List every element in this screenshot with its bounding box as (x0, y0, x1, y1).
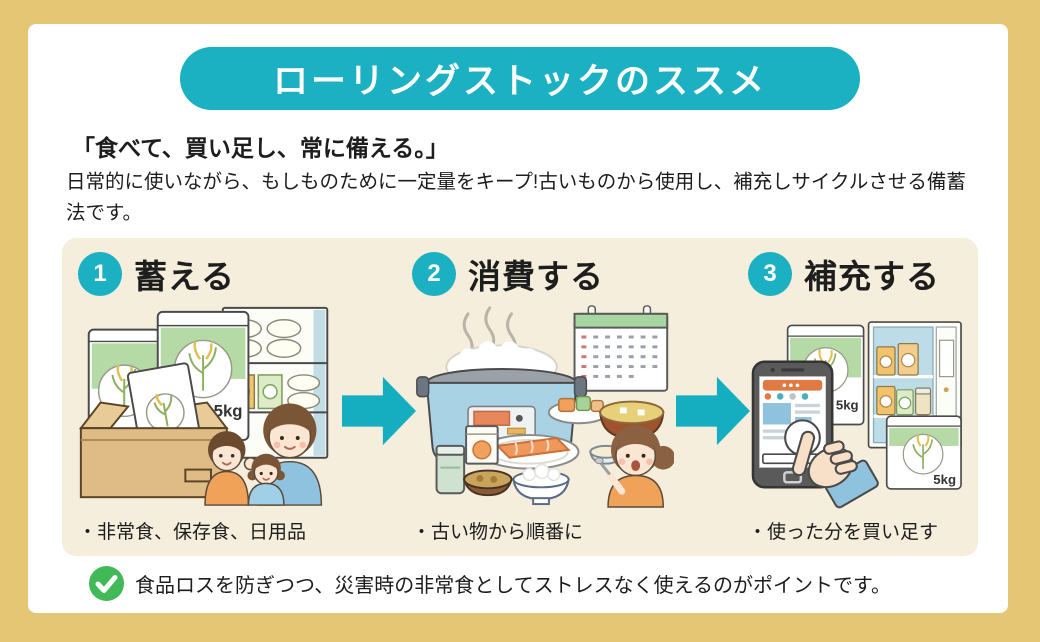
eating-child-icon (594, 425, 674, 508)
family-icon (204, 403, 323, 506)
rice-bag-icon: 5kg (885, 415, 962, 490)
description-text: 日常的に使いながら、もしものために一定量をキープ!古いものから使用し、補充しサイ… (66, 171, 966, 224)
arrow-right-icon (342, 376, 416, 446)
step-3-note: ・使った分を買い足す (748, 522, 939, 543)
rice-bag-weight-label: 5kg (836, 398, 859, 413)
side-dish-icon (547, 395, 610, 425)
meal-illustration (416, 305, 674, 508)
step-1-column: 1 蓄える (78, 250, 340, 544)
content-card: ローリングストックのススメ 「食べて、買い足し、常に備える。」 日常的に使いなが… (28, 24, 1008, 613)
step-2-header: 2 消費する (412, 250, 674, 298)
step-1-header: 1 蓄える (78, 250, 340, 298)
simmered-dish-icon (462, 469, 513, 497)
rice-bag-weight-label: 5kg (214, 401, 243, 420)
step-2-note: ・古い物から順番に (412, 522, 584, 543)
arrow-right-icon (676, 376, 750, 446)
rice-bowl-icon (512, 463, 570, 506)
fridge-shelf-icon (867, 321, 962, 449)
step-3-header: 3 補充する (748, 250, 966, 298)
step-1-note: ・非常食、保存食、日用品 (78, 522, 307, 543)
step-2-label: 消費する (468, 258, 604, 295)
canned-food-icon (435, 444, 466, 495)
cardboard-box-icon (78, 362, 229, 499)
step-3-number-badge: 3 (748, 252, 792, 296)
step-2-number-badge: 2 (412, 252, 456, 296)
step-3-label: 補充する (804, 258, 940, 295)
rice-bag-weight-label: 5kg (933, 472, 956, 487)
tagline: 「食べて、買い足し、常に備える。」 (72, 135, 449, 161)
step-3-column: 3 補充する 5kg (748, 250, 966, 544)
step-1-number-badge: 1 (78, 252, 122, 296)
steps-panel: 1 蓄える (62, 238, 978, 556)
step-2-column: 2 消費する (412, 250, 674, 544)
step-1-label: 蓄える (134, 258, 236, 295)
stockpile-illustration: 5kg (78, 306, 329, 506)
title-banner: ローリングストックのススメ (180, 47, 860, 110)
check-icon (89, 566, 124, 601)
food-pouch-icon (465, 425, 499, 465)
restock-illustration: 5kg (751, 321, 962, 509)
footer-note: 食品ロスを防ぎつつ、災害時の非常食としてストレスなく使えるのがポイントです。 (88, 565, 891, 602)
page-title: ローリングストックのススメ (272, 62, 767, 101)
tapping-hand-icon (784, 419, 879, 509)
calendar-icon (573, 305, 669, 392)
footer-text: 食品ロスを防ぎつつ、災害時の非常食としてストレスなく使えるのがポイントです。 (135, 575, 891, 597)
